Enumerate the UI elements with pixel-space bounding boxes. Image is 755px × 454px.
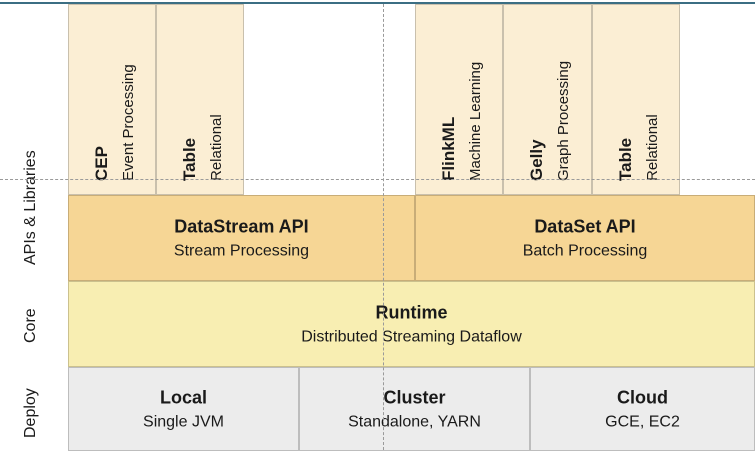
top-rule [0,2,755,4]
datastream-api-title: DataStream API [174,216,309,237]
dataset-api-subtitle: Batch Processing [522,242,648,260]
deploy-local-subtitle: Single JVM [143,413,224,431]
library-flinkml-subtitle: Machine Learning [467,61,484,181]
layer-label-core: Core [22,308,39,343]
library-table-stream: Table Relational [156,4,244,195]
deploy-local-title: Local [159,387,207,408]
library-table-stream-subtitle: Relational [208,114,225,181]
library-gelly: Gelly Graph Processing [503,4,592,195]
datastream-api-box: DataStream API Stream Processing [68,195,415,281]
layer-label-apis: APIs & Libraries [22,150,39,265]
library-table-stream-title: Table [180,137,199,181]
deploy-cluster-title: Cluster [383,387,446,408]
runtime-title: Runtime [375,302,448,323]
deploy-cloud-title: Cloud [617,387,668,408]
deploy-cloud-subtitle: GCE, EC2 [605,413,680,431]
dataset-api-title: DataSet API [534,216,636,237]
deploy-cloud-box: Cloud GCE, EC2 [530,367,755,451]
deploy-cluster-box: Cluster Standalone, YARN [299,367,530,451]
runtime-subtitle: Distributed Streaming Dataflow [301,328,522,346]
deploy-cluster-subtitle: Standalone, YARN [348,413,481,431]
guide-line-horizontal [0,179,755,180]
runtime-box: Runtime Distributed Streaming Dataflow [68,281,755,367]
library-table-batch-subtitle: Relational [644,114,661,181]
library-gelly-title: Gelly [527,139,546,181]
library-cep-subtitle: Event Processing [120,64,137,181]
library-cep: CEP Event Processing [68,4,156,195]
library-table-batch: Table Relational [592,4,680,195]
library-table-batch-title: Table [616,137,635,181]
library-cep-title: CEP [92,146,111,181]
library-flinkml-title: FlinkML [439,116,458,181]
deploy-local-box: Local Single JVM [68,367,299,451]
dataset-api-box: DataSet API Batch Processing [415,195,755,281]
library-flinkml: FlinkML Machine Learning [415,4,503,195]
library-gelly-subtitle: Graph Processing [555,60,572,181]
datastream-api-subtitle: Stream Processing [173,242,310,260]
layer-label-deploy: Deploy [22,388,39,438]
guide-line-vertical [383,4,384,450]
